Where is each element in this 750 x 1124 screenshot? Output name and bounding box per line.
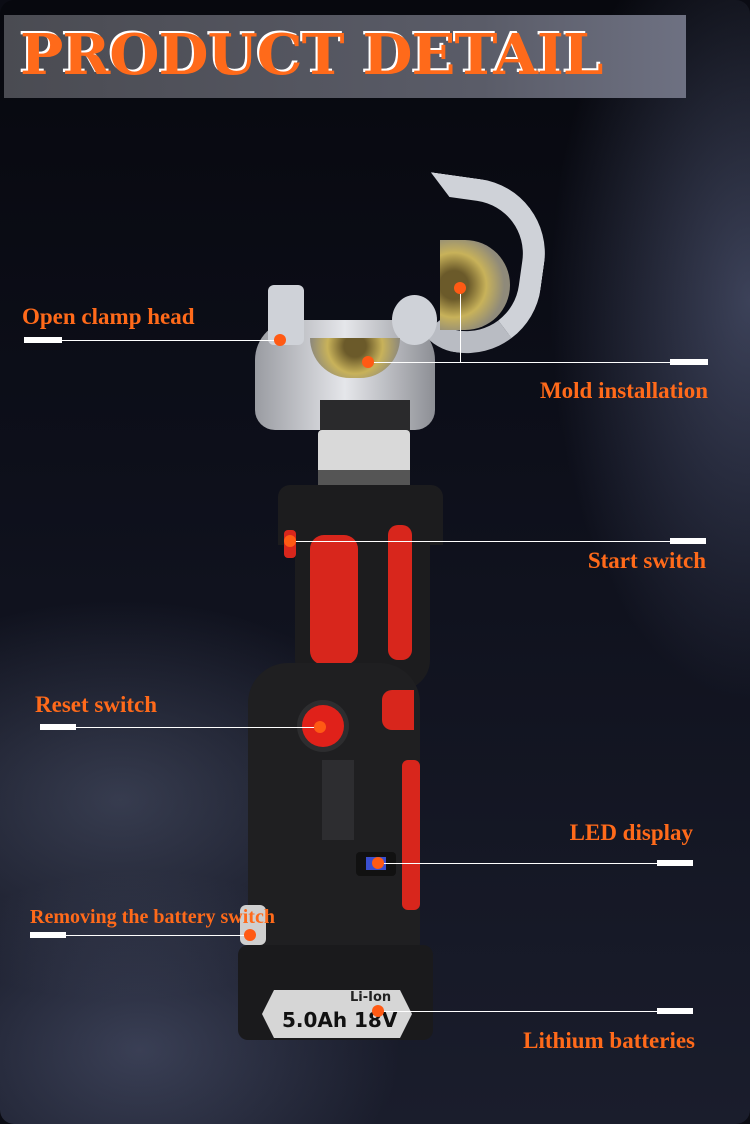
callout-line — [30, 935, 250, 936]
callout-dot — [284, 535, 296, 547]
callout-dot — [274, 334, 286, 346]
callout-line — [378, 863, 693, 864]
title-banner — [4, 15, 686, 98]
callout-line — [378, 1011, 693, 1012]
callout-removing-battery-switch: Removing the battery switch — [30, 906, 275, 928]
callout-dot — [454, 282, 466, 294]
callout-mold-installation: Mold installation — [539, 378, 708, 403]
callout-lithium-batteries: Lithium batteries — [523, 1028, 695, 1053]
callout-line — [40, 727, 320, 728]
battery-type-label: Li-Ion — [350, 990, 392, 1005]
callout-led-display: LED display — [569, 820, 693, 845]
callout-dot — [314, 721, 326, 733]
battery-capacity-label: 5.0Ah — [282, 1008, 348, 1032]
callout-start-switch: Start switch — [587, 548, 706, 573]
callout-line — [368, 362, 708, 363]
callout-open-clamp-head: Open clamp head — [22, 304, 195, 329]
callout-reset-switch: Reset switch — [35, 692, 157, 717]
callout-line — [460, 288, 461, 362]
callout-line — [24, 340, 280, 341]
callout-dot — [362, 356, 374, 368]
callout-dot — [244, 929, 256, 941]
page-title: PRODUCT DETAIL — [20, 22, 603, 88]
callout-dot — [372, 857, 384, 869]
callout-dot — [372, 1005, 384, 1017]
callout-line — [290, 541, 706, 542]
